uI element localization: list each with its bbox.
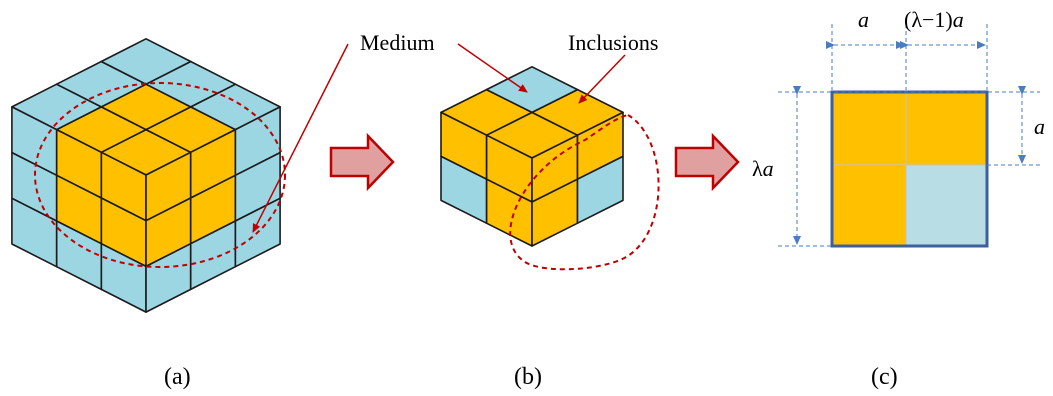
inclusions-label: Inclusions (568, 30, 658, 55)
cube-a-highlight-circle (34, 82, 286, 268)
cube-b-right-face-cell (576, 155, 624, 224)
block-arrow-1 (329, 132, 395, 192)
cube-b-left-face-cell (440, 155, 488, 224)
inclusions-arrow (578, 54, 626, 104)
cube-b-highlight-outline (509, 113, 660, 271)
square-border (830, 90, 989, 248)
medium-arrow-b (457, 43, 528, 93)
cube-a-top-face-cell (100, 37, 192, 85)
cube-a-left-face-cell (11, 197, 58, 268)
dim-label-lambda-a: λa (752, 156, 774, 181)
medium-label: Medium (360, 30, 435, 55)
dimension-guides (778, 24, 1040, 247)
cross-section (830, 90, 989, 248)
inclusion-top-left (832, 92, 906, 165)
cube-b-top-face-cell (485, 66, 579, 114)
medium-bottom-right (906, 165, 987, 246)
medium-arrow-a (252, 43, 349, 233)
caption-b: (b) (514, 364, 542, 390)
dim-label-lambda-minus-one: (λ−1)a (904, 7, 964, 32)
caption-a: (a) (164, 364, 191, 390)
caption-c: (c) (871, 364, 898, 390)
cube-a (11, 37, 281, 313)
inclusion-top-right (906, 92, 987, 165)
inclusion-bottom-left (832, 165, 906, 246)
block-arrow-2 (674, 132, 740, 192)
dim-label-a-top: a (858, 7, 869, 32)
dim-label-a-right: a (1034, 114, 1045, 139)
cube-b (440, 66, 624, 247)
